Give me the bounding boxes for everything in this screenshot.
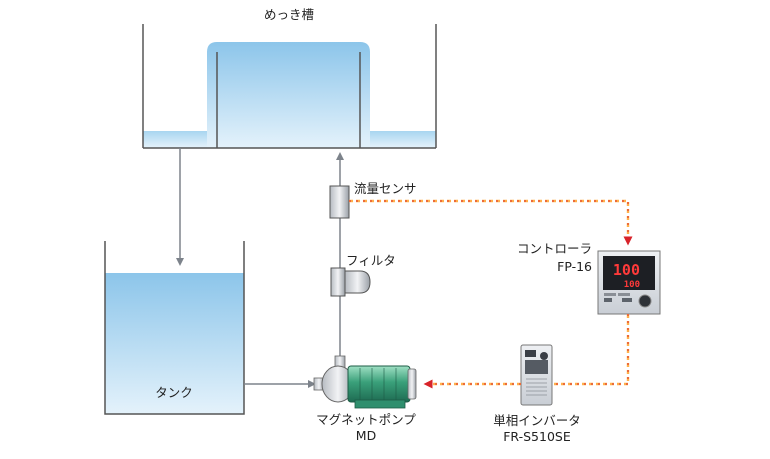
plating-tank-label: めっき槽	[264, 7, 314, 22]
controller: 100 100 コントローラ FP-16	[517, 241, 661, 315]
plating-tank: めっき槽	[142, 7, 437, 149]
inverter: 単相インバータ FR-S510SE	[493, 344, 581, 444]
flow-sensor: 流量センサ	[329, 181, 417, 219]
controller-label: コントローラ	[517, 241, 592, 256]
storage-tank-liquid	[105, 273, 244, 414]
controller-main-value: 100	[613, 261, 640, 279]
controller-display	[603, 256, 655, 290]
filter-label: フィルタ	[346, 253, 396, 268]
inverter-panel	[525, 360, 548, 374]
controller-sub-value: 100	[624, 280, 640, 290]
magnet-pump: マグネットポンプ MD	[313, 355, 417, 443]
storage-tank-label: タンク	[155, 385, 193, 400]
controller-dial	[638, 294, 652, 308]
pump-motor	[347, 365, 411, 403]
inverter-label: 単相インバータ	[493, 413, 581, 428]
pump-end-cap	[407, 368, 417, 400]
overflow-liquid	[207, 42, 370, 148]
controller-model-label: FP-16	[557, 259, 592, 274]
flow-sensor-label: 流量センサ	[354, 181, 417, 196]
piping	[176, 148, 344, 388]
sensor-to-controller-signal	[349, 199, 630, 241]
filter: フィルタ	[330, 253, 396, 297]
controller-to-inverter-signal	[552, 314, 630, 386]
pump-label: マグネットポンプ	[316, 412, 416, 427]
pump-model-label: MD	[356, 428, 376, 443]
signal-lines	[349, 199, 633, 389]
pump-base	[354, 399, 406, 409]
storage-tank: タンク	[104, 241, 245, 415]
inverter-model-label: FR-S510SE	[503, 429, 571, 444]
